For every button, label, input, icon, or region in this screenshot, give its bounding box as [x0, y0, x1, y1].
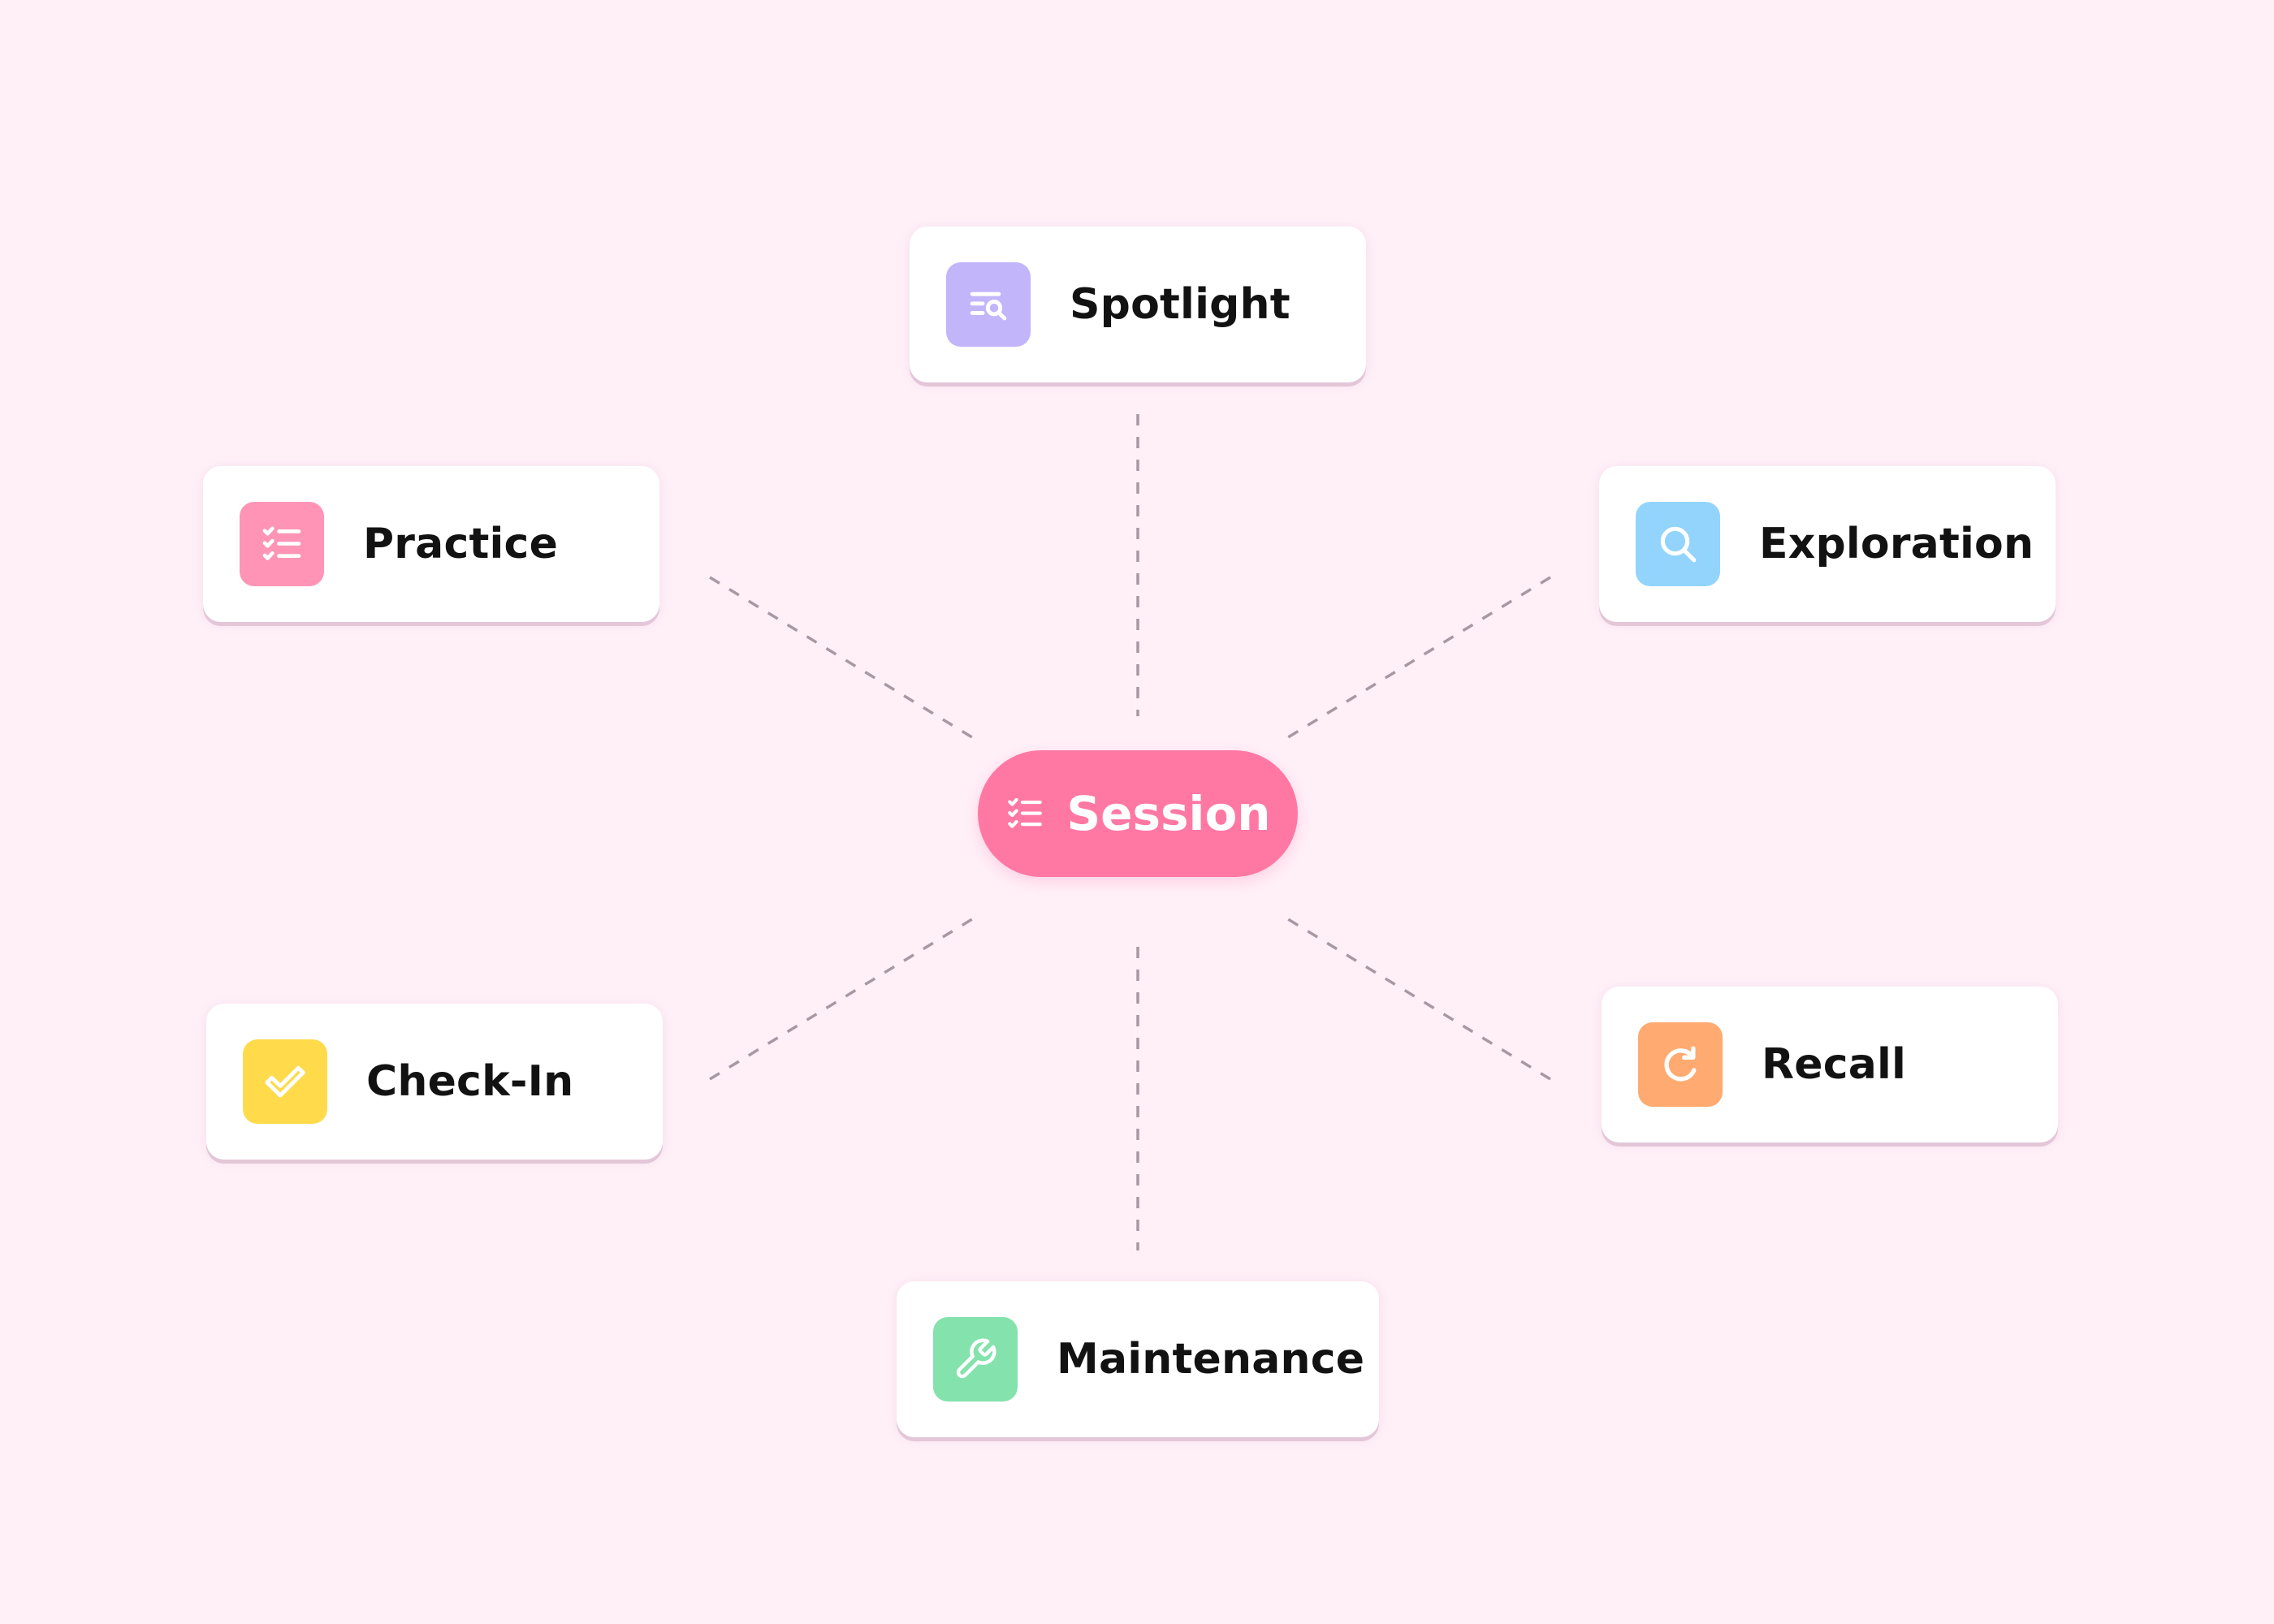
refresh-icon	[1664, 1046, 1697, 1082]
spotlight-icon-tile	[946, 262, 1031, 347]
node-practice[interactable]: Practice	[203, 466, 659, 622]
recall-icon-tile	[1638, 1022, 1723, 1107]
check-in-label: Check-In	[366, 1057, 574, 1106]
list-search-icon	[970, 292, 1007, 321]
exploration-label: Exploration	[1759, 520, 2034, 568]
node-exploration[interactable]: Exploration	[1599, 466, 2056, 622]
connector-check-in	[709, 918, 973, 1081]
session-node[interactable]: Session	[978, 750, 1298, 877]
checklist-icon	[1008, 797, 1043, 828]
exploration-icon-tile	[1636, 502, 1720, 586]
session-label: Session	[1066, 786, 1271, 841]
spotlight-label: Spotlight	[1070, 280, 1290, 329]
checkmark-icon	[265, 1065, 305, 1098]
maintenance-icon-tile	[933, 1317, 1018, 1402]
node-check-in[interactable]: Check-In	[206, 1004, 663, 1160]
node-recall[interactable]: Recall	[1602, 987, 2058, 1142]
check-in-icon-tile	[243, 1039, 327, 1124]
connector-practice	[709, 576, 973, 739]
connector-exploration	[1287, 576, 1551, 739]
practice-label: Practice	[363, 520, 559, 568]
connector-recall	[1287, 918, 1551, 1081]
checklist-icon	[262, 526, 301, 560]
maintenance-label: Maintenance	[1057, 1335, 1365, 1384]
practice-icon-tile	[240, 502, 324, 586]
magnifier-icon	[1660, 526, 1697, 563]
node-maintenance[interactable]: Maintenance	[897, 1281, 1379, 1437]
node-spotlight[interactable]: Spotlight	[910, 227, 1366, 382]
recall-label: Recall	[1762, 1040, 1907, 1089]
wrench-icon	[956, 1338, 996, 1379]
